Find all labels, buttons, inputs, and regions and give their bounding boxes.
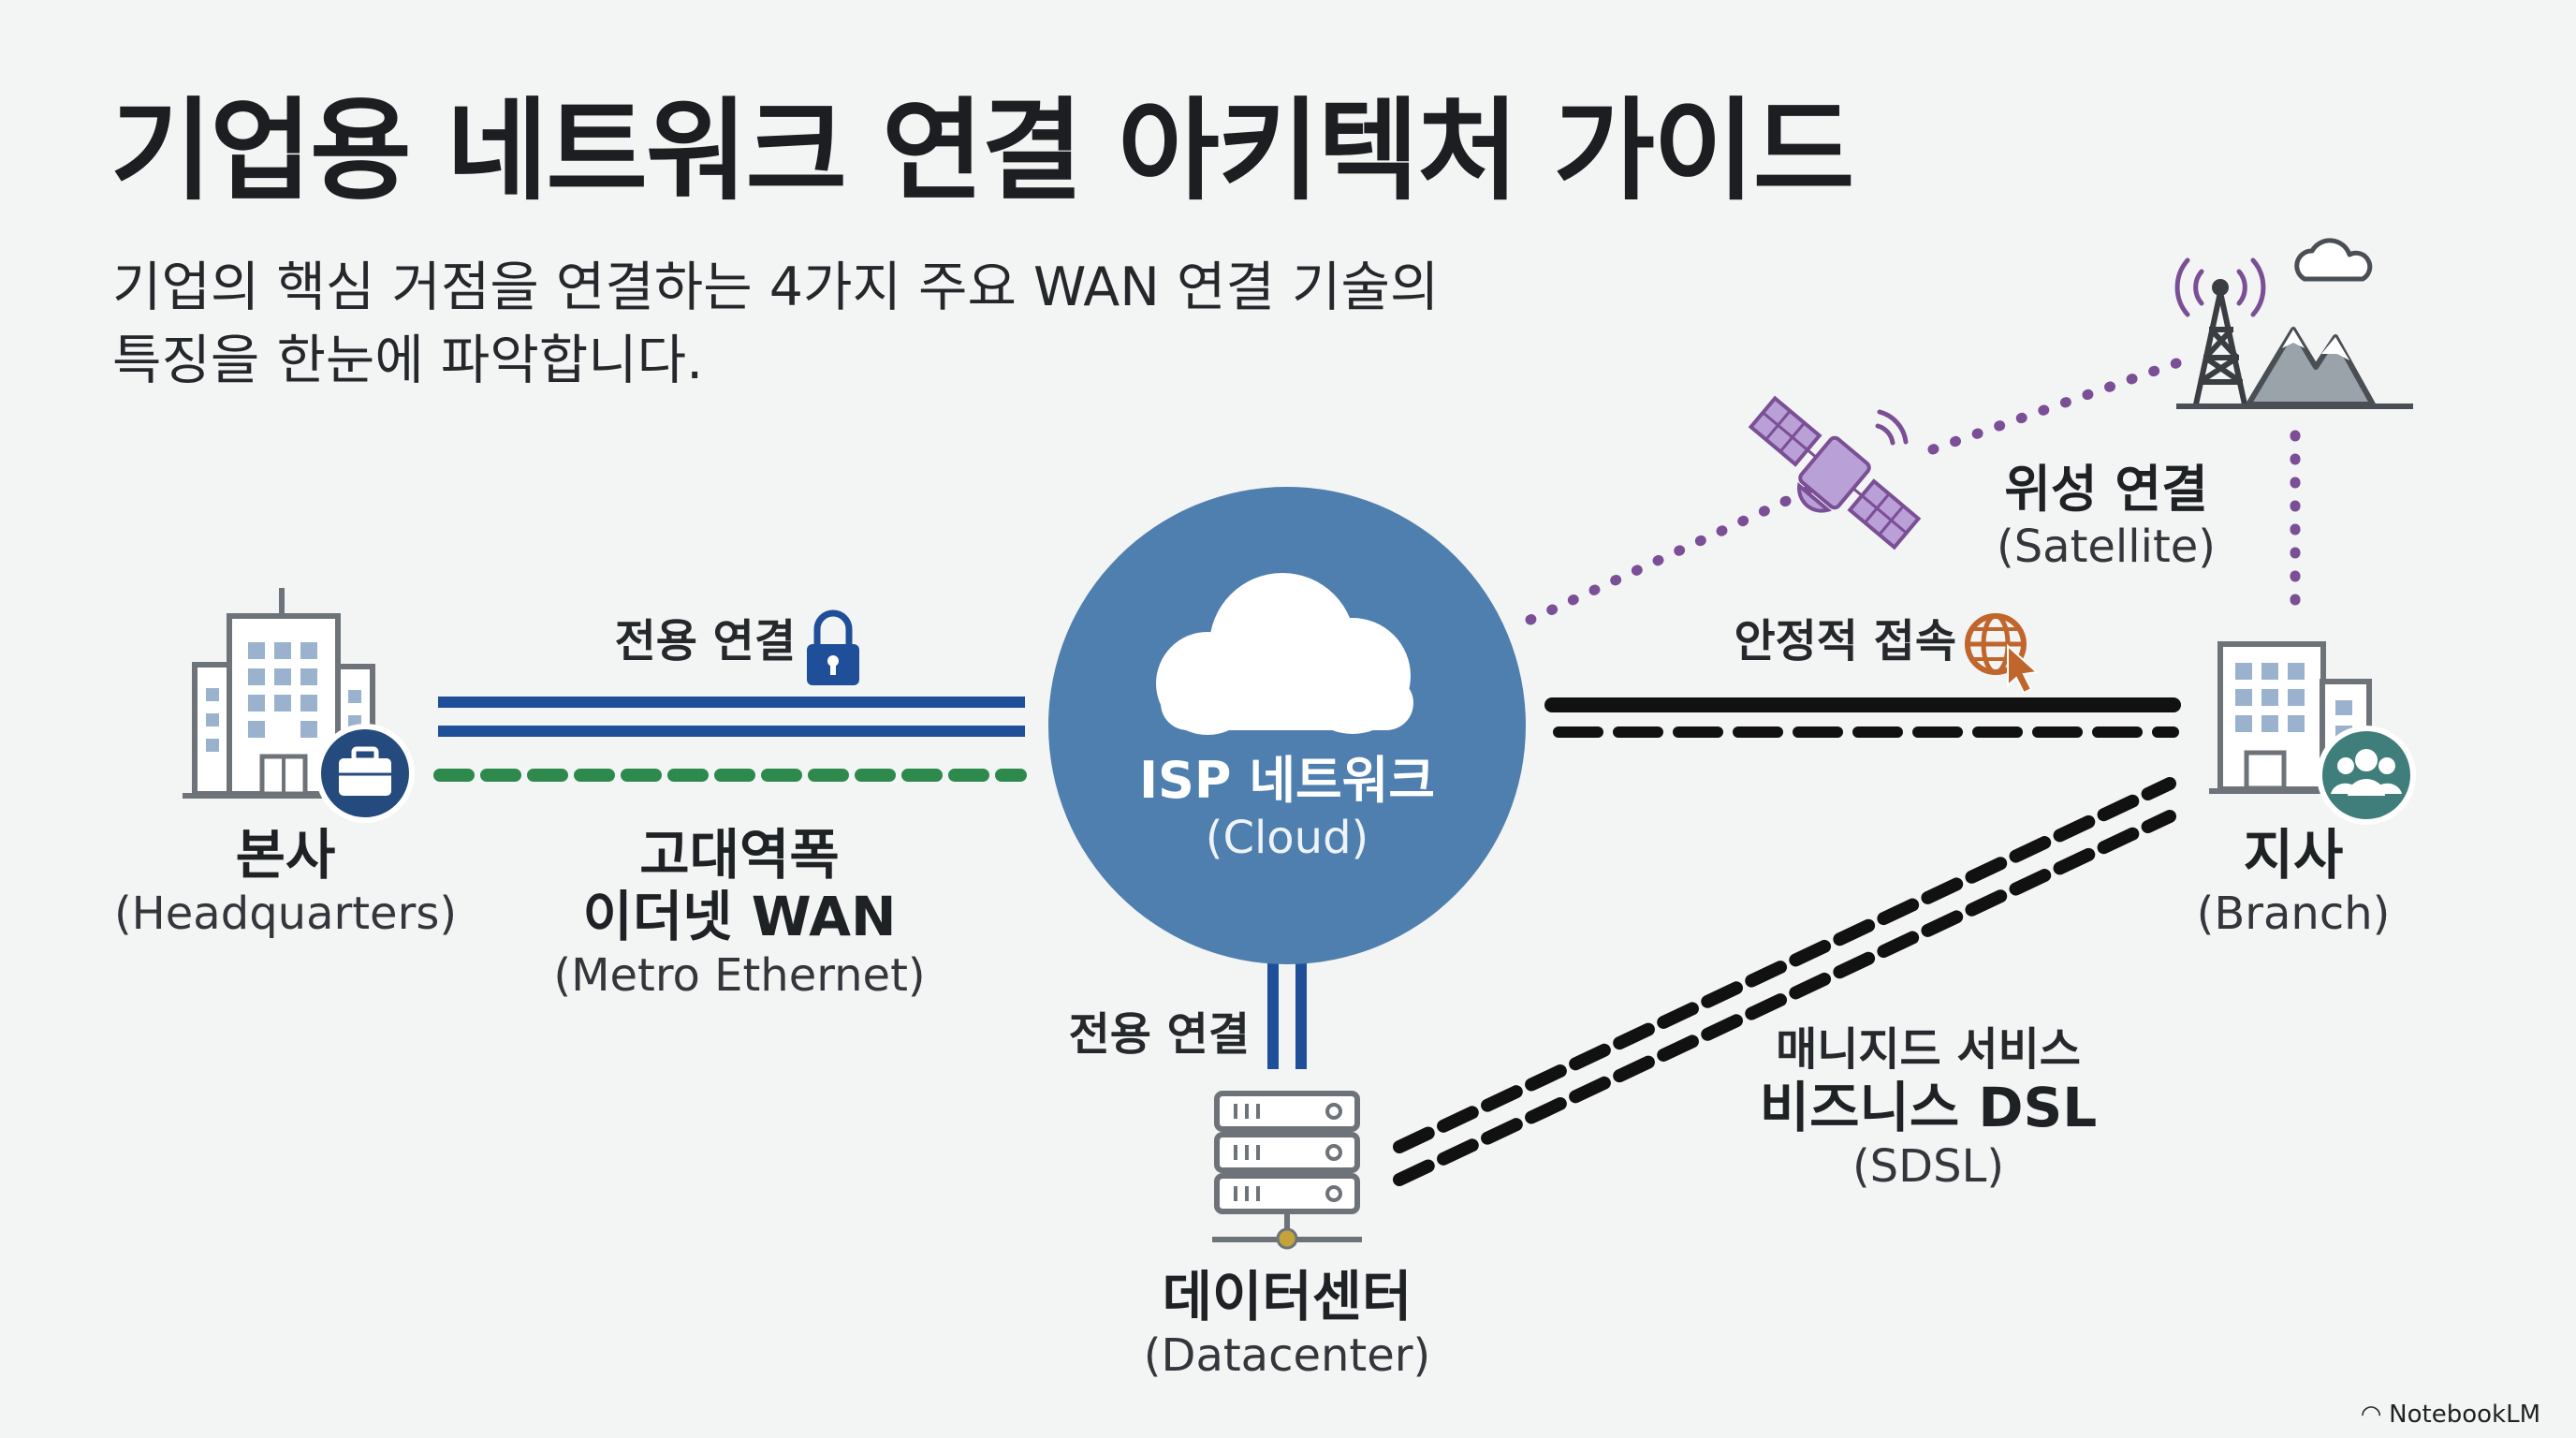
satellite-sub: (Satellite)	[1996, 521, 2217, 573]
notebooklm-branding: ◠ NotebookLM	[2362, 1401, 2540, 1429]
metro-sub: (Metro Ethernet)	[553, 949, 926, 1002]
datacenter-label: 데이터센터 (Datacenter)	[1100, 1266, 1474, 1384]
sdsl-name: 비즈니스 DSL	[1759, 1076, 2098, 1139]
sdsl-dashed-lines	[1393, 777, 2176, 1186]
datacenter-name: 데이터센터	[1162, 1265, 1412, 1328]
datacenter-link-label: 전용 연결	[1068, 1008, 1250, 1061]
isp-sub: (Cloud)	[1205, 812, 1369, 864]
notebooklm-logo-icon: ◠	[2362, 1401, 2390, 1429]
sdsl-sub: (SDSL)	[1852, 1140, 2005, 1193]
page-title: 기업용 네트워크 연결 아키텍처 가이드	[110, 86, 1854, 215]
notebooklm-brand-text: NotebookLM	[2389, 1401, 2540, 1429]
headquarters-label: 본사 (Headquarters)	[94, 824, 477, 942]
metro-ethernet-line	[438, 697, 1025, 737]
branch-label: 지사 (Branch)	[2134, 824, 2452, 942]
mountains-icon	[2176, 327, 2413, 409]
sdsl-service-label: 매니지드 서비스	[1776, 1023, 2081, 1076]
isp-label: ISP 네트워크 (Cloud)	[1100, 752, 1474, 866]
briefcase-icon	[315, 724, 415, 823]
metro-name-line1: 고대역폭	[639, 823, 840, 887]
satellite-dotted-lines	[1525, 358, 2301, 625]
radio-tower-icon	[2174, 257, 2266, 405]
server-rack-icon	[1212, 1091, 1362, 1250]
satellite-label: 위성 연결 (Satellite)	[1938, 461, 2275, 575]
branch-link-lines	[1544, 697, 2181, 738]
small-cloud-icon	[2294, 238, 2373, 282]
sdsl-label: 매니지드 서비스 비즈니스 DSL (SDSL)	[1722, 1022, 2134, 1195]
datacenter-sub: (Datacenter)	[1143, 1329, 1431, 1382]
metro-ethernet-label: 고대역폭 이더넷 WAN (Metro Ethernet)	[505, 824, 973, 1004]
cursor-icon	[2007, 643, 2040, 695]
page-subtitle: 기업의 핵심 거점을 연결하는 4가지 주요 WAN 연결 기술의 특징을 한눈…	[112, 257, 1440, 391]
metro-top-label: 전용 연결	[614, 615, 796, 668]
cloud-icon	[1156, 573, 1413, 735]
people-icon	[2317, 726, 2416, 825]
headquarters-name: 본사	[235, 823, 336, 887]
headquarters-sub: (Headquarters)	[113, 888, 458, 940]
lock-icon	[807, 609, 859, 685]
satellite-icon	[1748, 395, 1922, 550]
branch-link-label: 안정적 접속	[1734, 615, 1956, 668]
satellite-signal-icon	[1875, 409, 1909, 446]
satellite-name: 위성 연결	[2004, 460, 2208, 519]
branch-sub: (Branch)	[2196, 888, 2391, 940]
isp-cloud-node	[1048, 487, 1526, 964]
branch-name: 지사	[2243, 823, 2344, 887]
isp-name: ISP 네트워크	[1138, 751, 1436, 810]
metro-name-line2: 이더넷 WAN	[582, 885, 897, 948]
datacenter-link-lines	[1267, 950, 1307, 1069]
